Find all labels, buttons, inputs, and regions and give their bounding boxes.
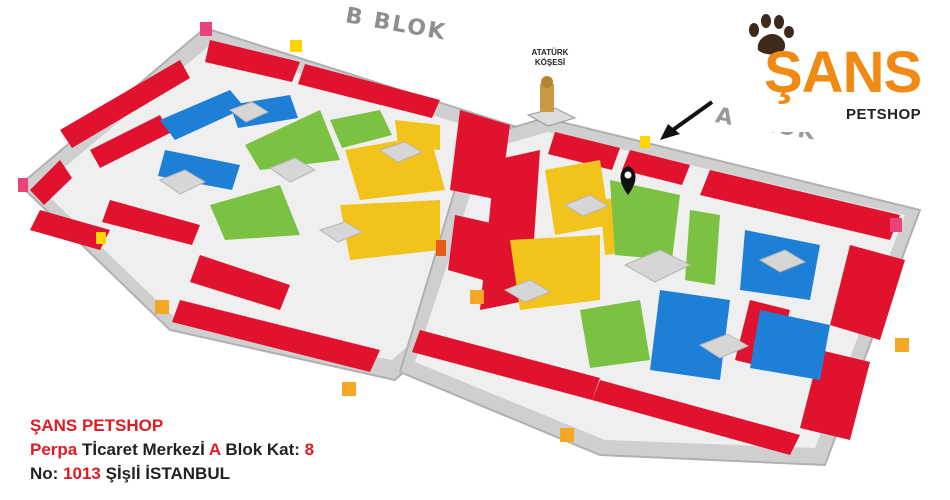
paw-icon [749, 14, 794, 55]
location-pin-icon [620, 166, 636, 195]
shop-name: ŞANS PETSHOP [30, 416, 164, 435]
logo-subtitle: PETSHOP [846, 106, 922, 123]
a-block-green-shops [580, 180, 720, 368]
facility-signs [18, 22, 909, 442]
b-block-green-shops [210, 110, 392, 240]
address-line-1: ŞANS PETSHOP [30, 414, 314, 438]
number-label: No: [30, 464, 59, 483]
sans-petshop-logo: ŞANS PETSHOP [736, 10, 934, 132]
shop-address: ŞANS PETSHOP Perpa Tİcaret Merkezİ A Blo… [30, 414, 314, 486]
shop-number: 1013 [63, 464, 101, 483]
block-letter: A [208, 440, 221, 459]
a-block-kiosks [503, 194, 807, 359]
mall-type: Tİcaret Merkezİ [81, 440, 205, 459]
b-block-red-shops [30, 40, 510, 372]
ataturk-monument [526, 76, 577, 127]
b-block-kiosks [158, 101, 424, 243]
address-line-2: Perpa Tİcaret Merkezİ A Blok Kat: 8 [30, 438, 314, 462]
floor-number: 8 [304, 440, 315, 459]
address-line-3: No: 1013 Şİşlİ İSTANBUL [30, 462, 314, 486]
ataturk-corner-label: ATATÜRK KÖŞESİ [520, 48, 580, 68]
district: Şİşlİ İSTANBUL [105, 464, 230, 483]
monument-label-line1: ATATÜRK [531, 48, 569, 57]
mall-name: Perpa [30, 440, 78, 459]
logo-name: ŞANS [764, 40, 922, 105]
arrow-pointer [660, 100, 714, 140]
monument-label-line2: KÖŞESİ [534, 58, 566, 67]
floor-label: Blok Kat: [225, 440, 300, 459]
